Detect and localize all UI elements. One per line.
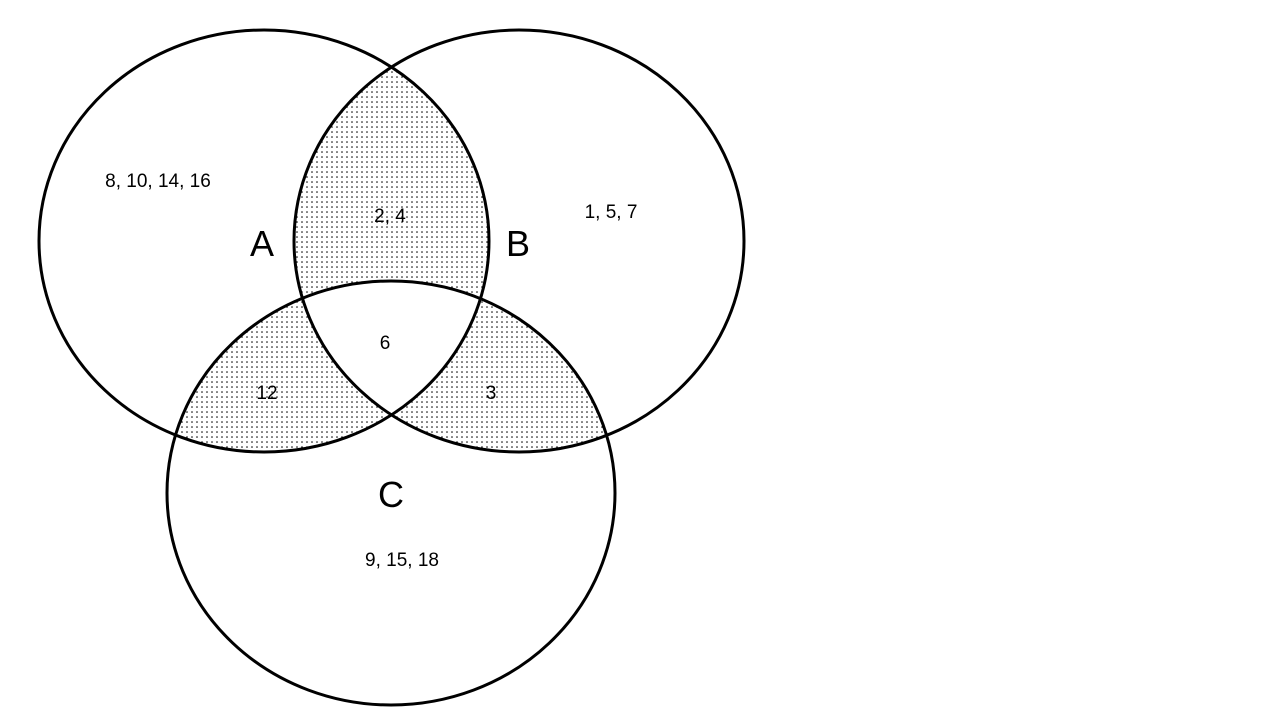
region-b-only-label: 1, 5, 7 (585, 202, 638, 223)
region-a-only-label: 8, 10, 14, 16 (105, 171, 211, 192)
set-label-c: C (378, 474, 404, 515)
region-bc-label: 3 (486, 383, 497, 404)
circle-b (292, 28, 746, 454)
region-c-only-label: 9, 15, 18 (365, 550, 439, 571)
circle-a (37, 28, 491, 454)
set-label-b: B (506, 223, 530, 264)
region-ab-label: 2, 4 (374, 206, 406, 227)
region-ac-label: 12 (256, 383, 277, 404)
set-label-a: A (250, 223, 274, 264)
circle-c (165, 279, 617, 707)
region-abc-label: 6 (380, 333, 391, 354)
